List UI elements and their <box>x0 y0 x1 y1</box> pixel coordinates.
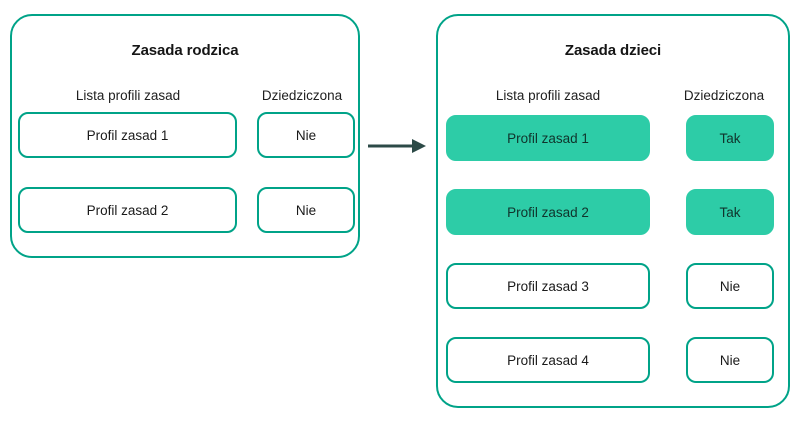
parent-profile-chip-1[interactable]: Profil zasad 1 <box>18 112 237 158</box>
children-policy-panel: Zasada dzieci Lista profili zasad Dziedz… <box>436 14 790 408</box>
table-row: Profil zasad 1 Tak <box>438 115 788 161</box>
parent-column-header-inherited: Dziedziczona <box>261 88 343 103</box>
parent-panel-title: Zasada rodzica <box>131 42 239 59</box>
table-row: Profil zasad 2 Nie <box>12 187 358 233</box>
children-column-header-inherited: Dziedziczona <box>683 88 765 103</box>
children-inherited-chip-3[interactable]: Nie <box>686 263 774 309</box>
parent-inherited-chip-1[interactable]: Nie <box>257 112 355 158</box>
children-inherited-chip-2[interactable]: Tak <box>686 189 774 235</box>
children-column-headers: Lista profili zasad Dziedziczona <box>438 88 788 103</box>
children-rows: Profil zasad 1 Tak Profil zasad 2 Tak Pr… <box>438 115 788 383</box>
children-profile-chip-4[interactable]: Profil zasad 4 <box>446 337 650 383</box>
children-profile-chip-2[interactable]: Profil zasad 2 <box>446 189 650 235</box>
children-panel-title: Zasada dzieci <box>564 42 662 59</box>
parent-rows: Profil zasad 1 Nie Profil zasad 2 Nie <box>12 112 358 233</box>
children-profile-chip-3[interactable]: Profil zasad 3 <box>446 263 650 309</box>
table-row: Profil zasad 2 Tak <box>438 189 788 235</box>
table-row: Profil zasad 3 Nie <box>438 263 788 309</box>
arrow-right-icon <box>368 139 426 153</box>
parent-column-headers: Lista profili zasad Dziedziczona <box>12 88 358 103</box>
children-inherited-chip-1[interactable]: Tak <box>686 115 774 161</box>
parent-column-header-list: Lista profili zasad <box>75 88 181 103</box>
parent-policy-panel: Zasada rodzica Lista profili zasad Dzied… <box>10 14 360 258</box>
children-inherited-chip-4[interactable]: Nie <box>686 337 774 383</box>
table-row: Profil zasad 4 Nie <box>438 337 788 383</box>
children-column-header-list: Lista profili zasad <box>495 88 601 103</box>
parent-profile-chip-2[interactable]: Profil zasad 2 <box>18 187 237 233</box>
children-profile-chip-1[interactable]: Profil zasad 1 <box>446 115 650 161</box>
parent-inherited-chip-2[interactable]: Nie <box>257 187 355 233</box>
table-row: Profil zasad 1 Nie <box>12 112 358 158</box>
